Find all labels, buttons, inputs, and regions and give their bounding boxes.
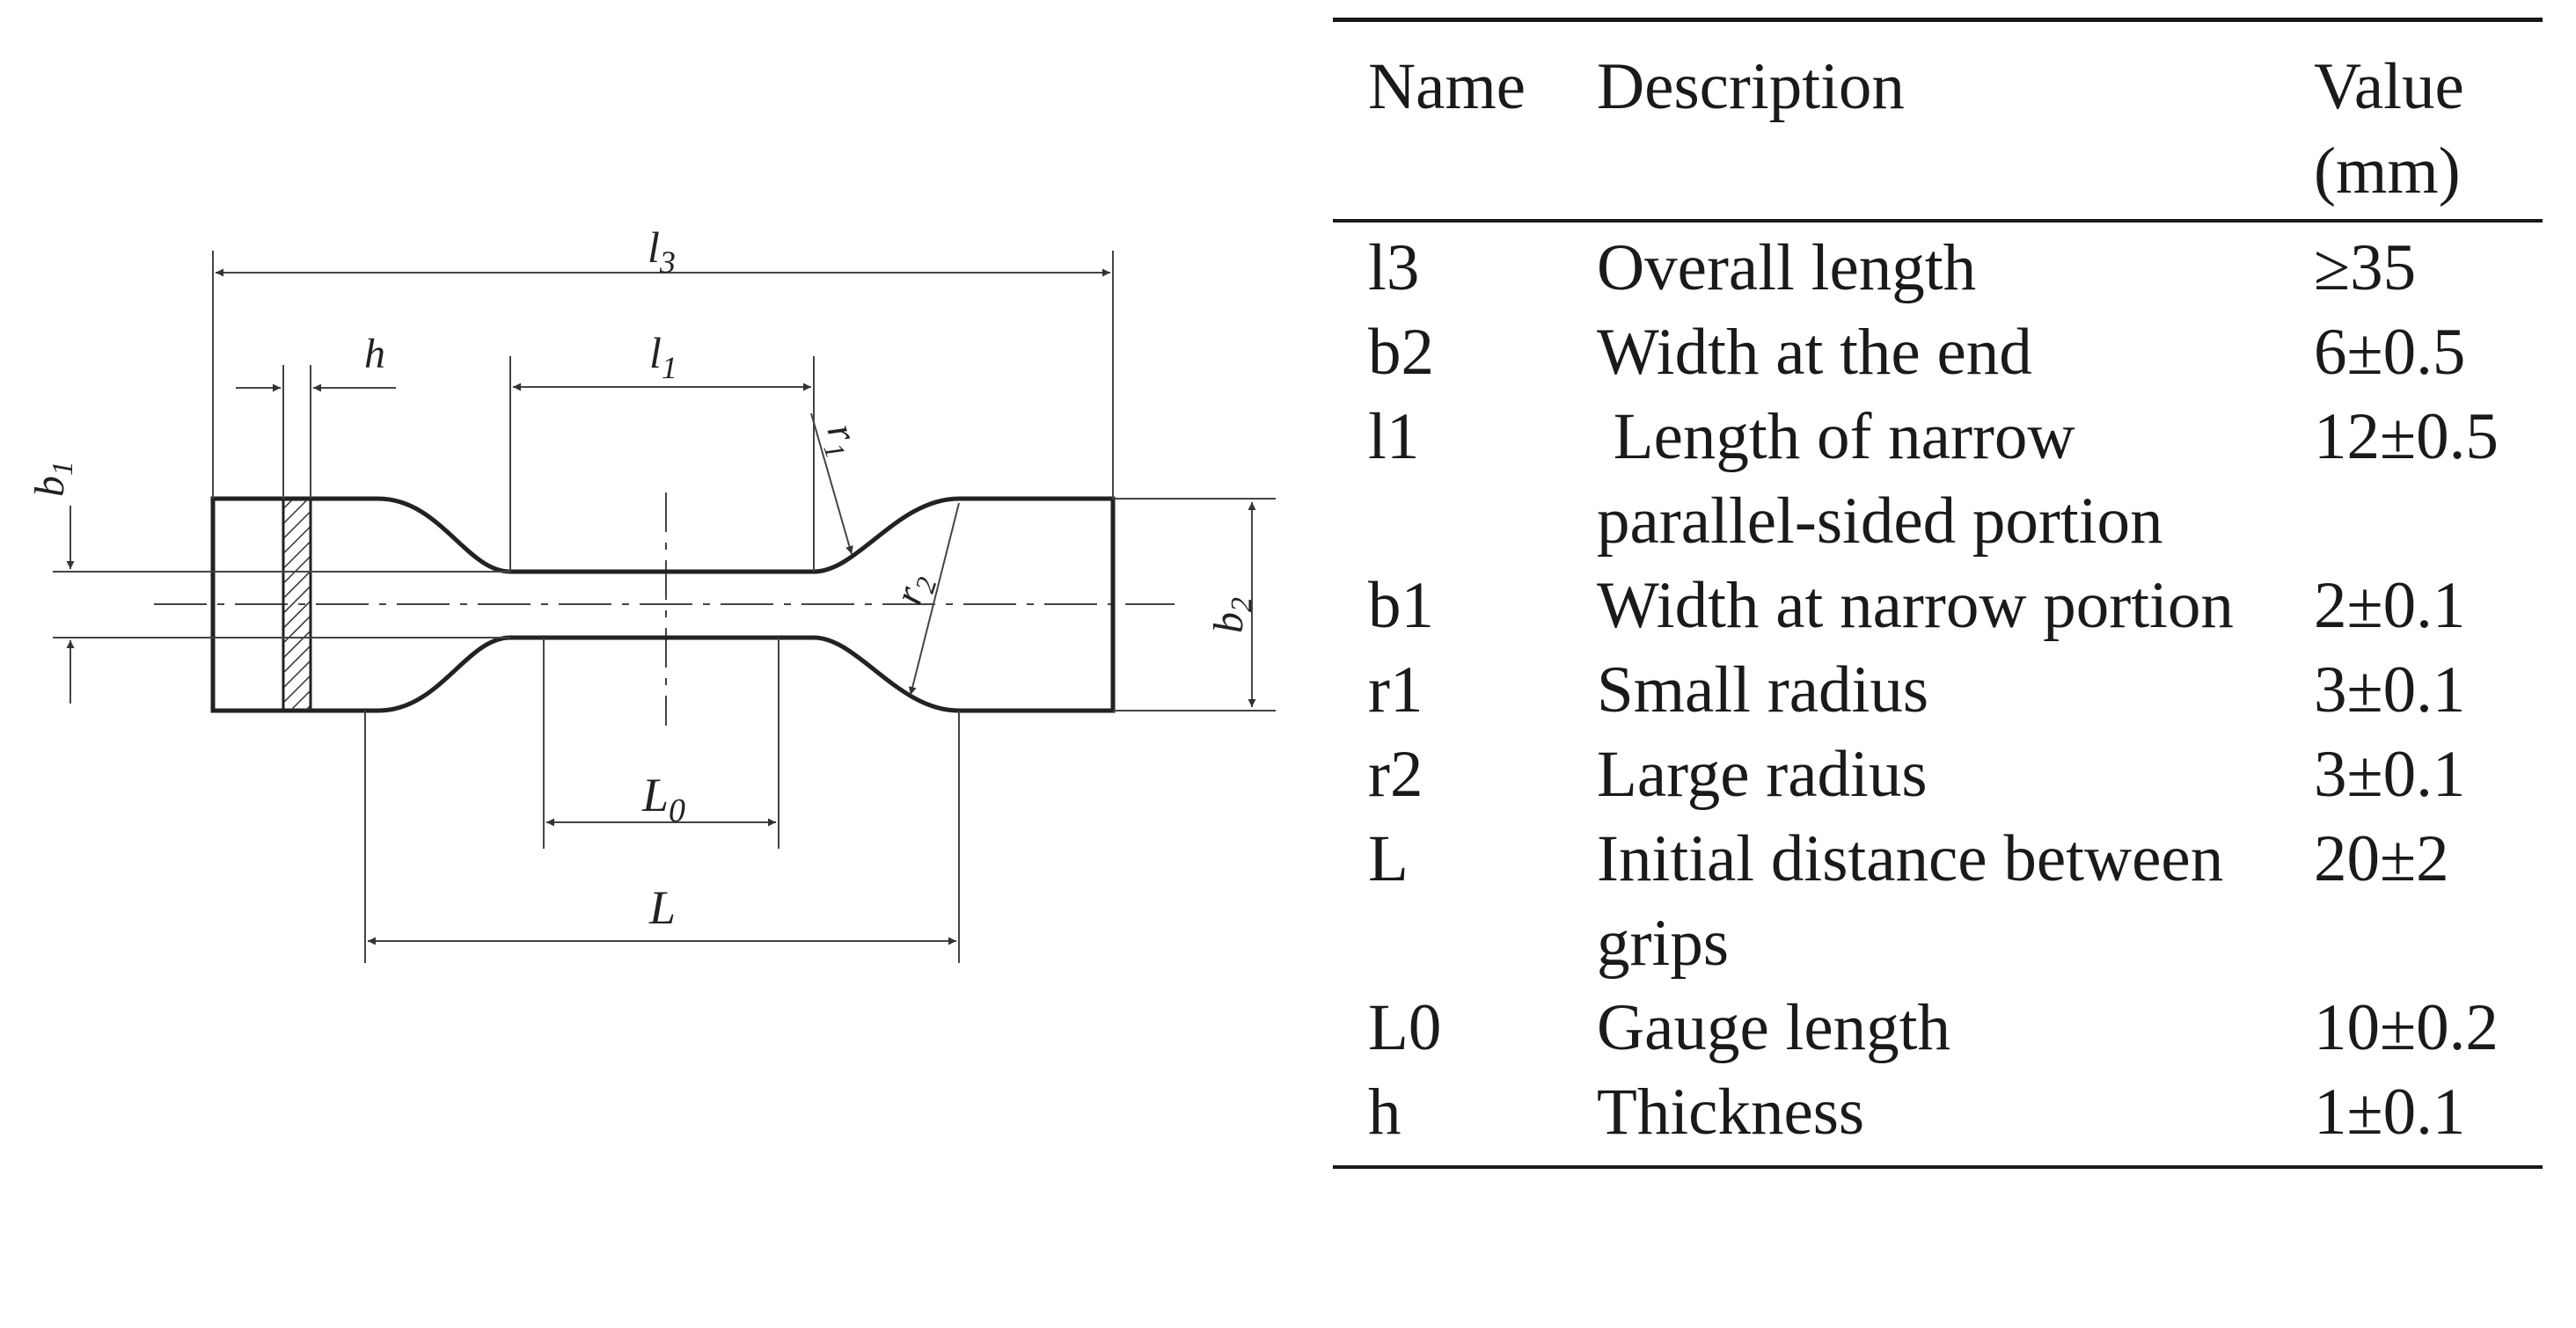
cell-name: l1 xyxy=(1368,400,1420,473)
thickness-hatch xyxy=(282,497,312,712)
cell-name: b2 xyxy=(1368,316,1434,389)
table-bottom-rule xyxy=(1333,1165,2543,1169)
label-b2: b2 xyxy=(1205,597,1258,633)
table-row: l3 Overall length ≥35 xyxy=(1333,223,2576,310)
label-l1: l1 xyxy=(649,328,677,385)
table-row: L0 Gauge length 10±0.2 xyxy=(1333,986,2576,1070)
cell-value: 3±0.1 xyxy=(2314,653,2466,726)
cell-name: r2 xyxy=(1368,738,1423,811)
cell-description: Small radius xyxy=(1597,653,1929,726)
cell-name: r1 xyxy=(1368,653,1423,726)
table-row: b2 Width at the end 6±0.5 xyxy=(1333,310,2576,395)
table-row: L Initial distance between grips 20±2 xyxy=(1333,817,2576,986)
cell-description: Thickness xyxy=(1597,1076,1865,1149)
header-name: Name xyxy=(1368,50,1526,123)
label-r1: r1 xyxy=(813,418,871,462)
cell-description: Overall length xyxy=(1597,231,1977,304)
r2-leader xyxy=(908,502,960,696)
cell-name: L xyxy=(1368,822,1409,895)
table-header-rule xyxy=(1333,219,2543,223)
label-b1: b1 xyxy=(26,461,79,497)
table-row: l1 Length of narrow parallel-sided porti… xyxy=(1333,395,2576,564)
table-top-rule xyxy=(1333,18,2543,22)
cell-value: 1±0.1 xyxy=(2314,1076,2466,1149)
header-description: Description xyxy=(1597,50,1905,123)
cell-value: 10±0.2 xyxy=(2314,991,2499,1064)
cell-name: h xyxy=(1368,1076,1401,1149)
label-l3: l3 xyxy=(648,223,676,280)
label-L0: L0 xyxy=(641,769,685,829)
specimen-dimensions-table: Name Description Value(mm) l3 Overall le… xyxy=(1333,18,2543,1169)
label-L: L xyxy=(648,881,676,934)
cell-description: Width at the end xyxy=(1597,316,2032,389)
label-h: h xyxy=(364,331,385,377)
header-value: Value(mm) xyxy=(2314,50,2464,208)
cell-value: ≥35 xyxy=(2314,231,2417,304)
table-header-row: Name Description Value(mm) xyxy=(1333,22,2576,214)
cell-description: Initial distance between grips xyxy=(1597,822,2224,980)
cell-name: l3 xyxy=(1368,231,1420,304)
table-row: b1 Width at narrow portion 2±0.1 xyxy=(1333,564,2576,648)
cell-value: 6±0.5 xyxy=(2314,316,2466,389)
cell-name: b1 xyxy=(1368,569,1434,642)
cell-description: Length of narrow parallel-sided portion xyxy=(1597,400,2163,558)
cell-description: Width at narrow portion xyxy=(1597,569,2234,642)
table-row: r2 Large radius 3±0.1 xyxy=(1333,733,2576,817)
cell-value: 2±0.1 xyxy=(2314,569,2466,642)
table-row: h Thickness 1±0.1 xyxy=(1333,1070,2576,1155)
r1-leader xyxy=(810,412,853,555)
cell-name: L0 xyxy=(1368,991,1442,1064)
cell-value: 20±2 xyxy=(2314,822,2449,895)
cell-description: Gauge length xyxy=(1597,991,1950,1064)
cell-description: Large radius xyxy=(1597,738,1928,811)
table-row: r1 Small radius 3±0.1 xyxy=(1333,648,2576,733)
cell-value: 3±0.1 xyxy=(2314,738,2466,811)
cell-value: 12±0.5 xyxy=(2314,400,2499,473)
dog-bone-specimen-drawing: l3 h l1 r1 r2 b1 b2 L0 L xyxy=(26,223,1276,963)
